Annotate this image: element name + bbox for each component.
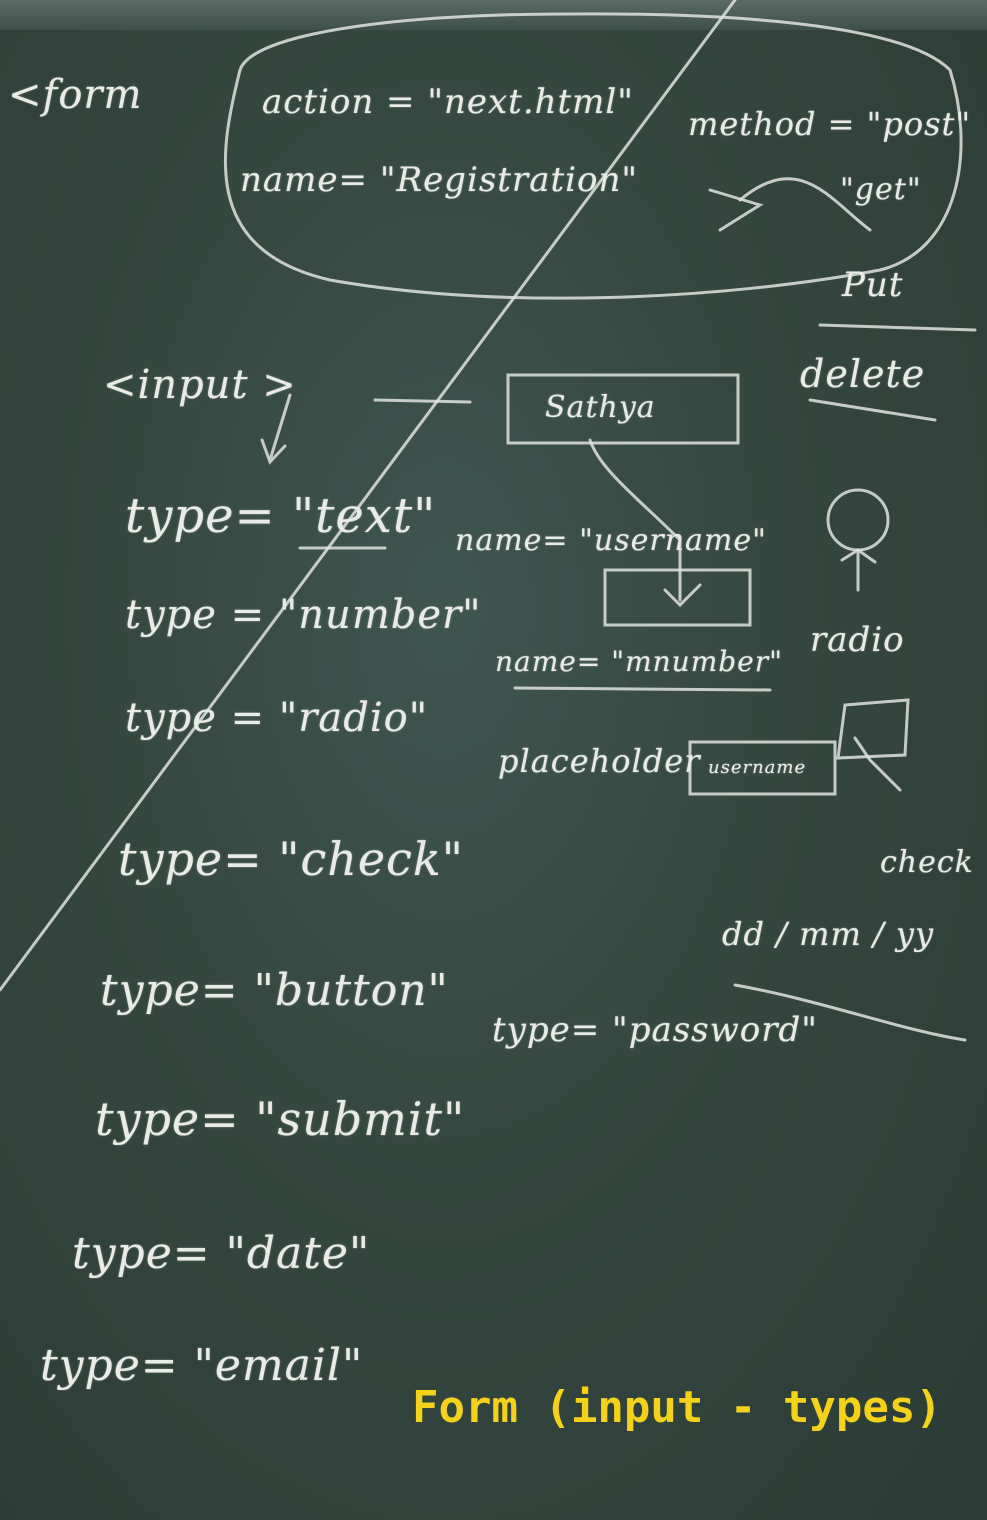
method-curve [738, 177, 872, 232]
radio-label: radio [810, 620, 905, 660]
placeholder-box [688, 740, 837, 796]
type-number: type = "number" [125, 592, 482, 638]
radio-stem [840, 548, 877, 592]
placeholder-label: placeholder [498, 742, 701, 780]
input-tag: <input > [103, 362, 297, 408]
method-put: Put [842, 265, 904, 305]
type-text: type= "text" [125, 488, 437, 544]
form-attributes-ellipse [223, 12, 963, 300]
type-radio: type = "radio" [125, 695, 429, 741]
radio-circle [826, 488, 890, 552]
sathya-box [506, 373, 740, 445]
date-format: dd / mm / yy [722, 915, 935, 953]
sathya-arrow [588, 438, 702, 608]
checkbox-tick [853, 736, 902, 792]
placeholder-value: username [708, 757, 807, 778]
method-attribute: method = "post" [688, 105, 972, 143]
put-underline [818, 323, 977, 332]
input-dash [373, 398, 472, 404]
type-email: type= "email" [40, 1340, 364, 1391]
type-date: type= "date" [72, 1228, 371, 1279]
username-box [603, 568, 752, 627]
date-line [733, 983, 967, 1042]
name-attribute: name= "Registration" [240, 160, 639, 200]
name-username: name= "username" [455, 523, 767, 558]
delete-underline [808, 398, 937, 422]
form-tag: <form [8, 72, 143, 118]
caption: Form (input - types) [412, 1382, 942, 1433]
name-mnumber: name= "mnumber" [495, 645, 784, 678]
method-arrow [708, 188, 764, 232]
type-password: type= "password" [492, 1010, 818, 1050]
checkbox-square [836, 698, 910, 760]
method-get: "get" [840, 172, 922, 207]
input-down-arrow [260, 393, 292, 465]
action-attribute: action = "next.html" [262, 82, 634, 122]
type-check: type= "check" [118, 832, 464, 886]
type-submit: type= "submit" [95, 1092, 466, 1146]
sathya-value: Sathya [545, 390, 656, 425]
method-delete: delete [800, 352, 926, 396]
date-underline [0, 0, 737, 992]
type-button: type= "button" [100, 965, 449, 1016]
mnumber-underline [513, 686, 772, 692]
check-label: check [880, 845, 974, 880]
